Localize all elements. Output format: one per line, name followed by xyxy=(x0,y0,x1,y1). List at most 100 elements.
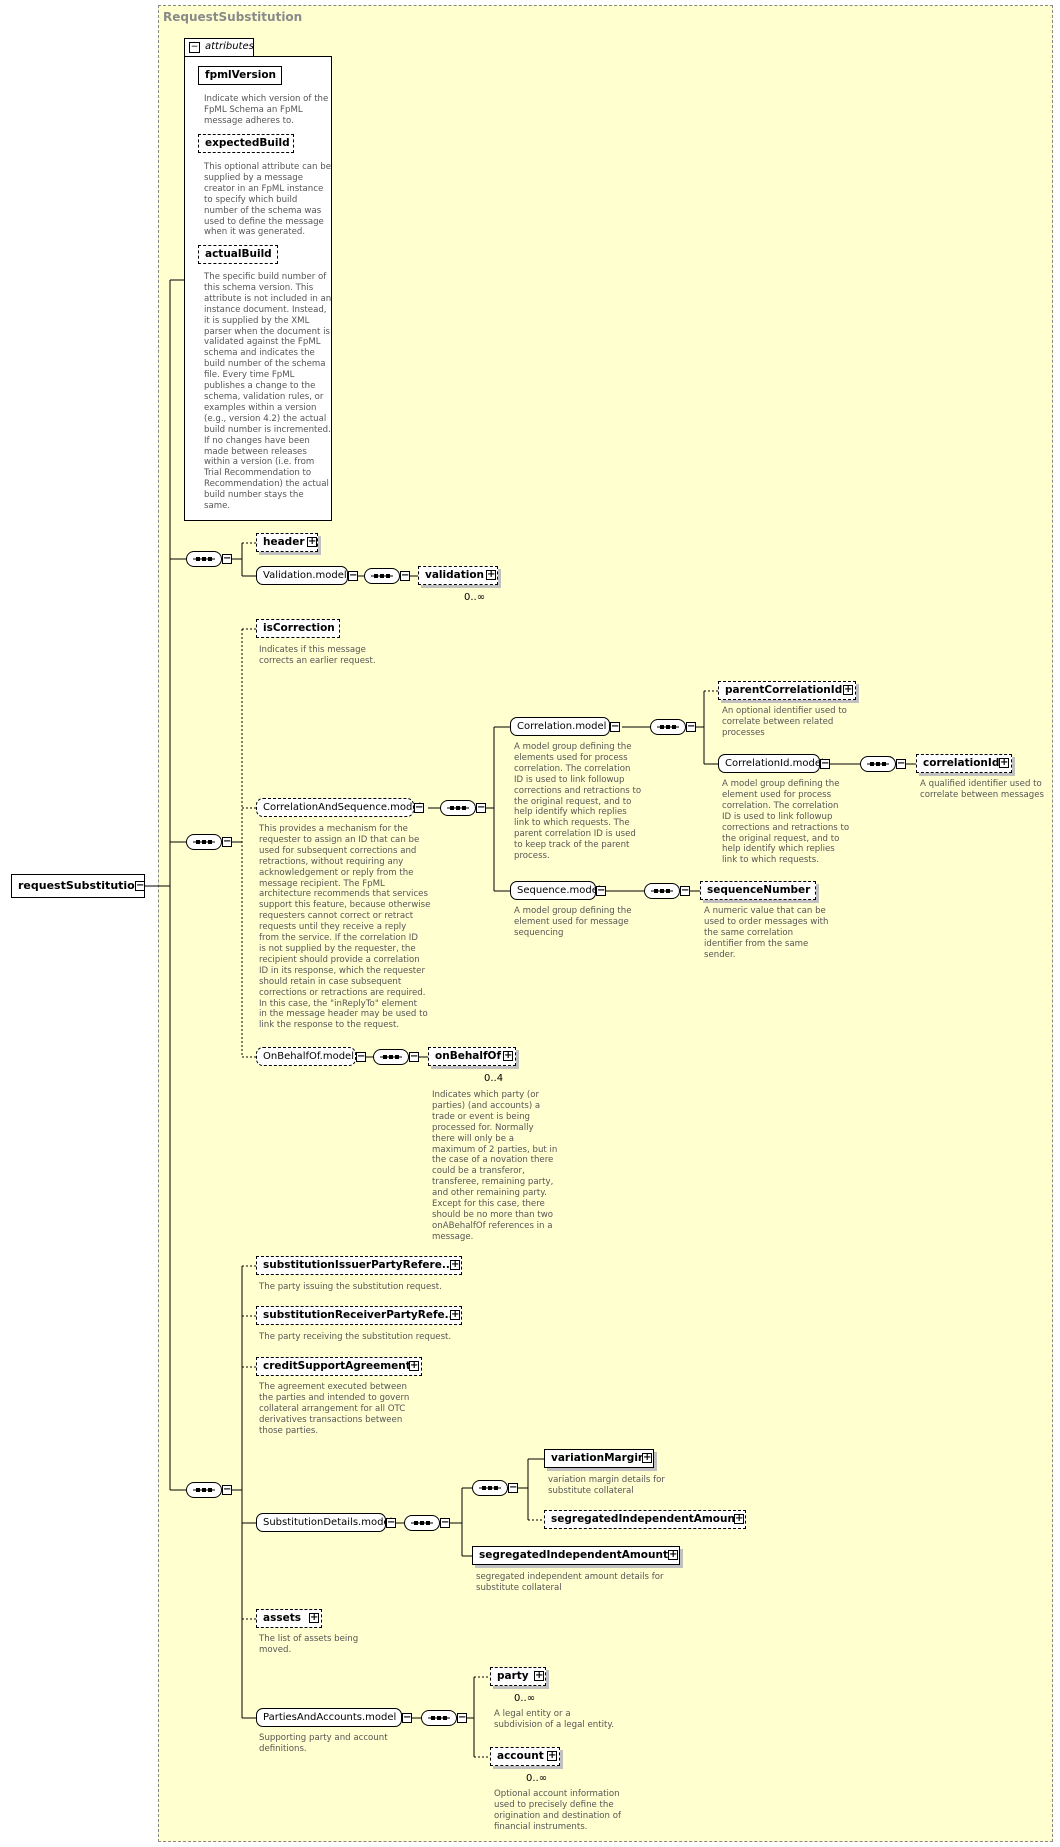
sequence-icon xyxy=(380,1055,402,1059)
element-substitutionReceiverPartyReference[interactable]: substitutionReceiverPartyRefe... xyxy=(256,1306,462,1325)
correlationId-desc: A qualified identifier used to correlate… xyxy=(920,779,1045,800)
expand-icon[interactable]: + xyxy=(450,1259,460,1270)
expand-icon[interactable]: + xyxy=(409,1360,419,1371)
collapse-icon[interactable]: − xyxy=(222,836,232,847)
parties-and-accounts-desc: Supporting party and account definitions… xyxy=(259,1733,388,1754)
choice-compositor[interactable] xyxy=(404,1515,440,1531)
group-sequence-model[interactable]: Sequence.model xyxy=(510,881,601,900)
element-segregatedIndependentAmount-optional[interactable]: segregatedIndependentAmount xyxy=(544,1510,746,1529)
element-parentCorrelationId[interactable]: parentCorrelationId xyxy=(718,681,856,700)
group-validation-model[interactable]: Validation.model xyxy=(256,566,348,585)
sequence-icon xyxy=(657,725,679,729)
sequence-compositor-margin[interactable] xyxy=(472,1480,508,1496)
expand-icon[interactable]: + xyxy=(534,1670,544,1681)
collapse-icon[interactable]: − xyxy=(680,885,690,896)
attribute-actualBuild-desc: The specific build number of this schema… xyxy=(204,272,332,512)
element-creditSupportAgreement[interactable]: creditSupportAgreement xyxy=(256,1357,422,1376)
sequence-compositor-3[interactable] xyxy=(186,1482,222,1498)
sequence-icon xyxy=(651,889,673,893)
group-onBehalfOf-model[interactable]: OnBehalfOf.model xyxy=(256,1047,356,1066)
collapse-icon[interactable]: − xyxy=(610,721,620,732)
sequence-icon xyxy=(193,840,215,844)
element-account[interactable]: account xyxy=(490,1747,560,1766)
attribute-actualBuild[interactable]: actualBuild xyxy=(198,245,278,264)
collapse-icon[interactable]: − xyxy=(476,802,486,813)
expand-icon[interactable]: + xyxy=(642,1452,652,1463)
attribute-expectedBuild-desc: This optional attribute can be supplied … xyxy=(204,162,331,238)
element-isCorrection[interactable]: isCorrection xyxy=(256,619,340,638)
expand-icon[interactable]: + xyxy=(503,1050,513,1061)
sequence-compositor-correlationId[interactable] xyxy=(860,756,896,772)
sequence-compositor-parties[interactable] xyxy=(421,1710,457,1726)
correlationId-model-desc: A model group defining the element used … xyxy=(722,779,850,866)
sequence-compositor-corrseq[interactable] xyxy=(440,800,476,816)
expand-icon[interactable]: + xyxy=(307,536,317,547)
collapse-icon[interactable]: − xyxy=(820,758,830,769)
sequence-compositor-sequence[interactable] xyxy=(644,883,680,899)
expand-icon[interactable]: + xyxy=(843,684,853,695)
onBehalfOf-desc: Indicates which party (or parties) (and … xyxy=(432,1090,558,1242)
element-variationMargin[interactable]: variationMargin xyxy=(544,1449,654,1468)
collapse-icon[interactable]: − xyxy=(686,721,696,732)
element-party[interactable]: party xyxy=(490,1667,546,1686)
group-substitution-details-model[interactable]: SubstitutionDetails.model xyxy=(256,1513,392,1532)
collapse-icon[interactable]: − xyxy=(508,1482,518,1493)
assets-desc: The list of assets being moved. xyxy=(259,1634,359,1655)
csa-desc: The agreement executed between the parti… xyxy=(259,1382,410,1436)
expand-icon[interactable]: + xyxy=(734,1513,744,1524)
element-onBehalfOf[interactable]: onBehalfOf xyxy=(428,1047,516,1066)
group-correlation-and-sequence-model[interactable]: CorrelationAndSequence.model xyxy=(256,798,421,817)
collapse-icon[interactable]: − xyxy=(402,1712,412,1723)
element-sequenceNumber[interactable]: sequenceNumber xyxy=(700,881,816,900)
expand-icon[interactable]: + xyxy=(668,1549,678,1560)
collapse-icon[interactable]: − xyxy=(222,1484,232,1495)
correlation-model-desc: A model group defining the elements used… xyxy=(514,742,642,862)
party-cardinality: 0..∞ xyxy=(514,1693,536,1704)
collapse-icon[interactable]: − xyxy=(348,570,358,581)
collapse-icon[interactable]: − xyxy=(457,1712,467,1723)
collapse-icon[interactable]: − xyxy=(414,802,424,813)
group-correlationId-model[interactable]: CorrelationId.model xyxy=(718,754,824,773)
collapse-icon[interactable]: − xyxy=(222,553,232,564)
group-correlation-model[interactable]: Correlation.model xyxy=(510,717,610,736)
correlation-and-sequence-desc: This provides a mechanism for the reques… xyxy=(259,824,431,1031)
element-validation[interactable]: validation xyxy=(418,566,498,585)
collapse-icon[interactable]: − xyxy=(440,1517,450,1528)
variationMargin-desc: variation margin details for substitute … xyxy=(548,1475,665,1496)
collapse-icon[interactable]: − xyxy=(400,570,410,581)
element-substitutionIssuerPartyReference[interactable]: substitutionIssuerPartyRefere... xyxy=(256,1256,462,1275)
sequence-compositor-2[interactable] xyxy=(186,834,222,850)
sequence-compositor-1[interactable] xyxy=(186,551,222,567)
collapse-icon[interactable]: − xyxy=(189,42,200,53)
root-element[interactable]: requestSubstitution xyxy=(11,874,145,898)
attribute-expectedBuild[interactable]: expectedBuild xyxy=(198,134,294,153)
element-assets[interactable]: assets xyxy=(256,1609,322,1628)
attribute-fpmlVersion[interactable]: fpmlVersion xyxy=(198,66,282,85)
sequence-compositor-correlation[interactable] xyxy=(650,719,686,735)
sequence-compositor-onBehalfOf[interactable] xyxy=(373,1049,409,1065)
expand-icon[interactable]: + xyxy=(547,1750,557,1761)
expand-icon[interactable]: + xyxy=(999,757,1009,768)
issuer-desc: The party issuing the substitution reque… xyxy=(259,1282,442,1292)
expand-icon[interactable]: + xyxy=(450,1309,460,1320)
expand-icon[interactable]: + xyxy=(309,1612,319,1623)
sequence-icon xyxy=(193,557,215,561)
group-parties-and-accounts-model[interactable]: PartiesAndAccounts.model xyxy=(256,1708,402,1727)
parentCorrelationId-desc: An optional identifier used to correlate… xyxy=(722,706,847,738)
collapse-icon[interactable]: − xyxy=(896,758,906,769)
collapse-icon[interactable]: − xyxy=(386,1517,396,1528)
expand-icon[interactable]: + xyxy=(486,569,496,580)
element-segregatedIndependentAmount[interactable]: segregatedIndependentAmount xyxy=(472,1546,680,1565)
sequence-compositor-validation[interactable] xyxy=(364,568,400,584)
element-correlationId[interactable]: correlationId xyxy=(916,754,1012,773)
collapse-icon[interactable]: − xyxy=(596,885,606,896)
collapse-icon[interactable]: − xyxy=(135,880,145,891)
sequence-icon xyxy=(193,1488,215,1492)
sia-desc: segregated independent amount details fo… xyxy=(476,1572,664,1593)
element-header[interactable]: header xyxy=(256,533,318,552)
attributes-header[interactable]: − attributes xyxy=(184,38,254,56)
collapse-icon[interactable]: − xyxy=(356,1051,366,1062)
collapse-icon[interactable]: − xyxy=(409,1051,419,1062)
